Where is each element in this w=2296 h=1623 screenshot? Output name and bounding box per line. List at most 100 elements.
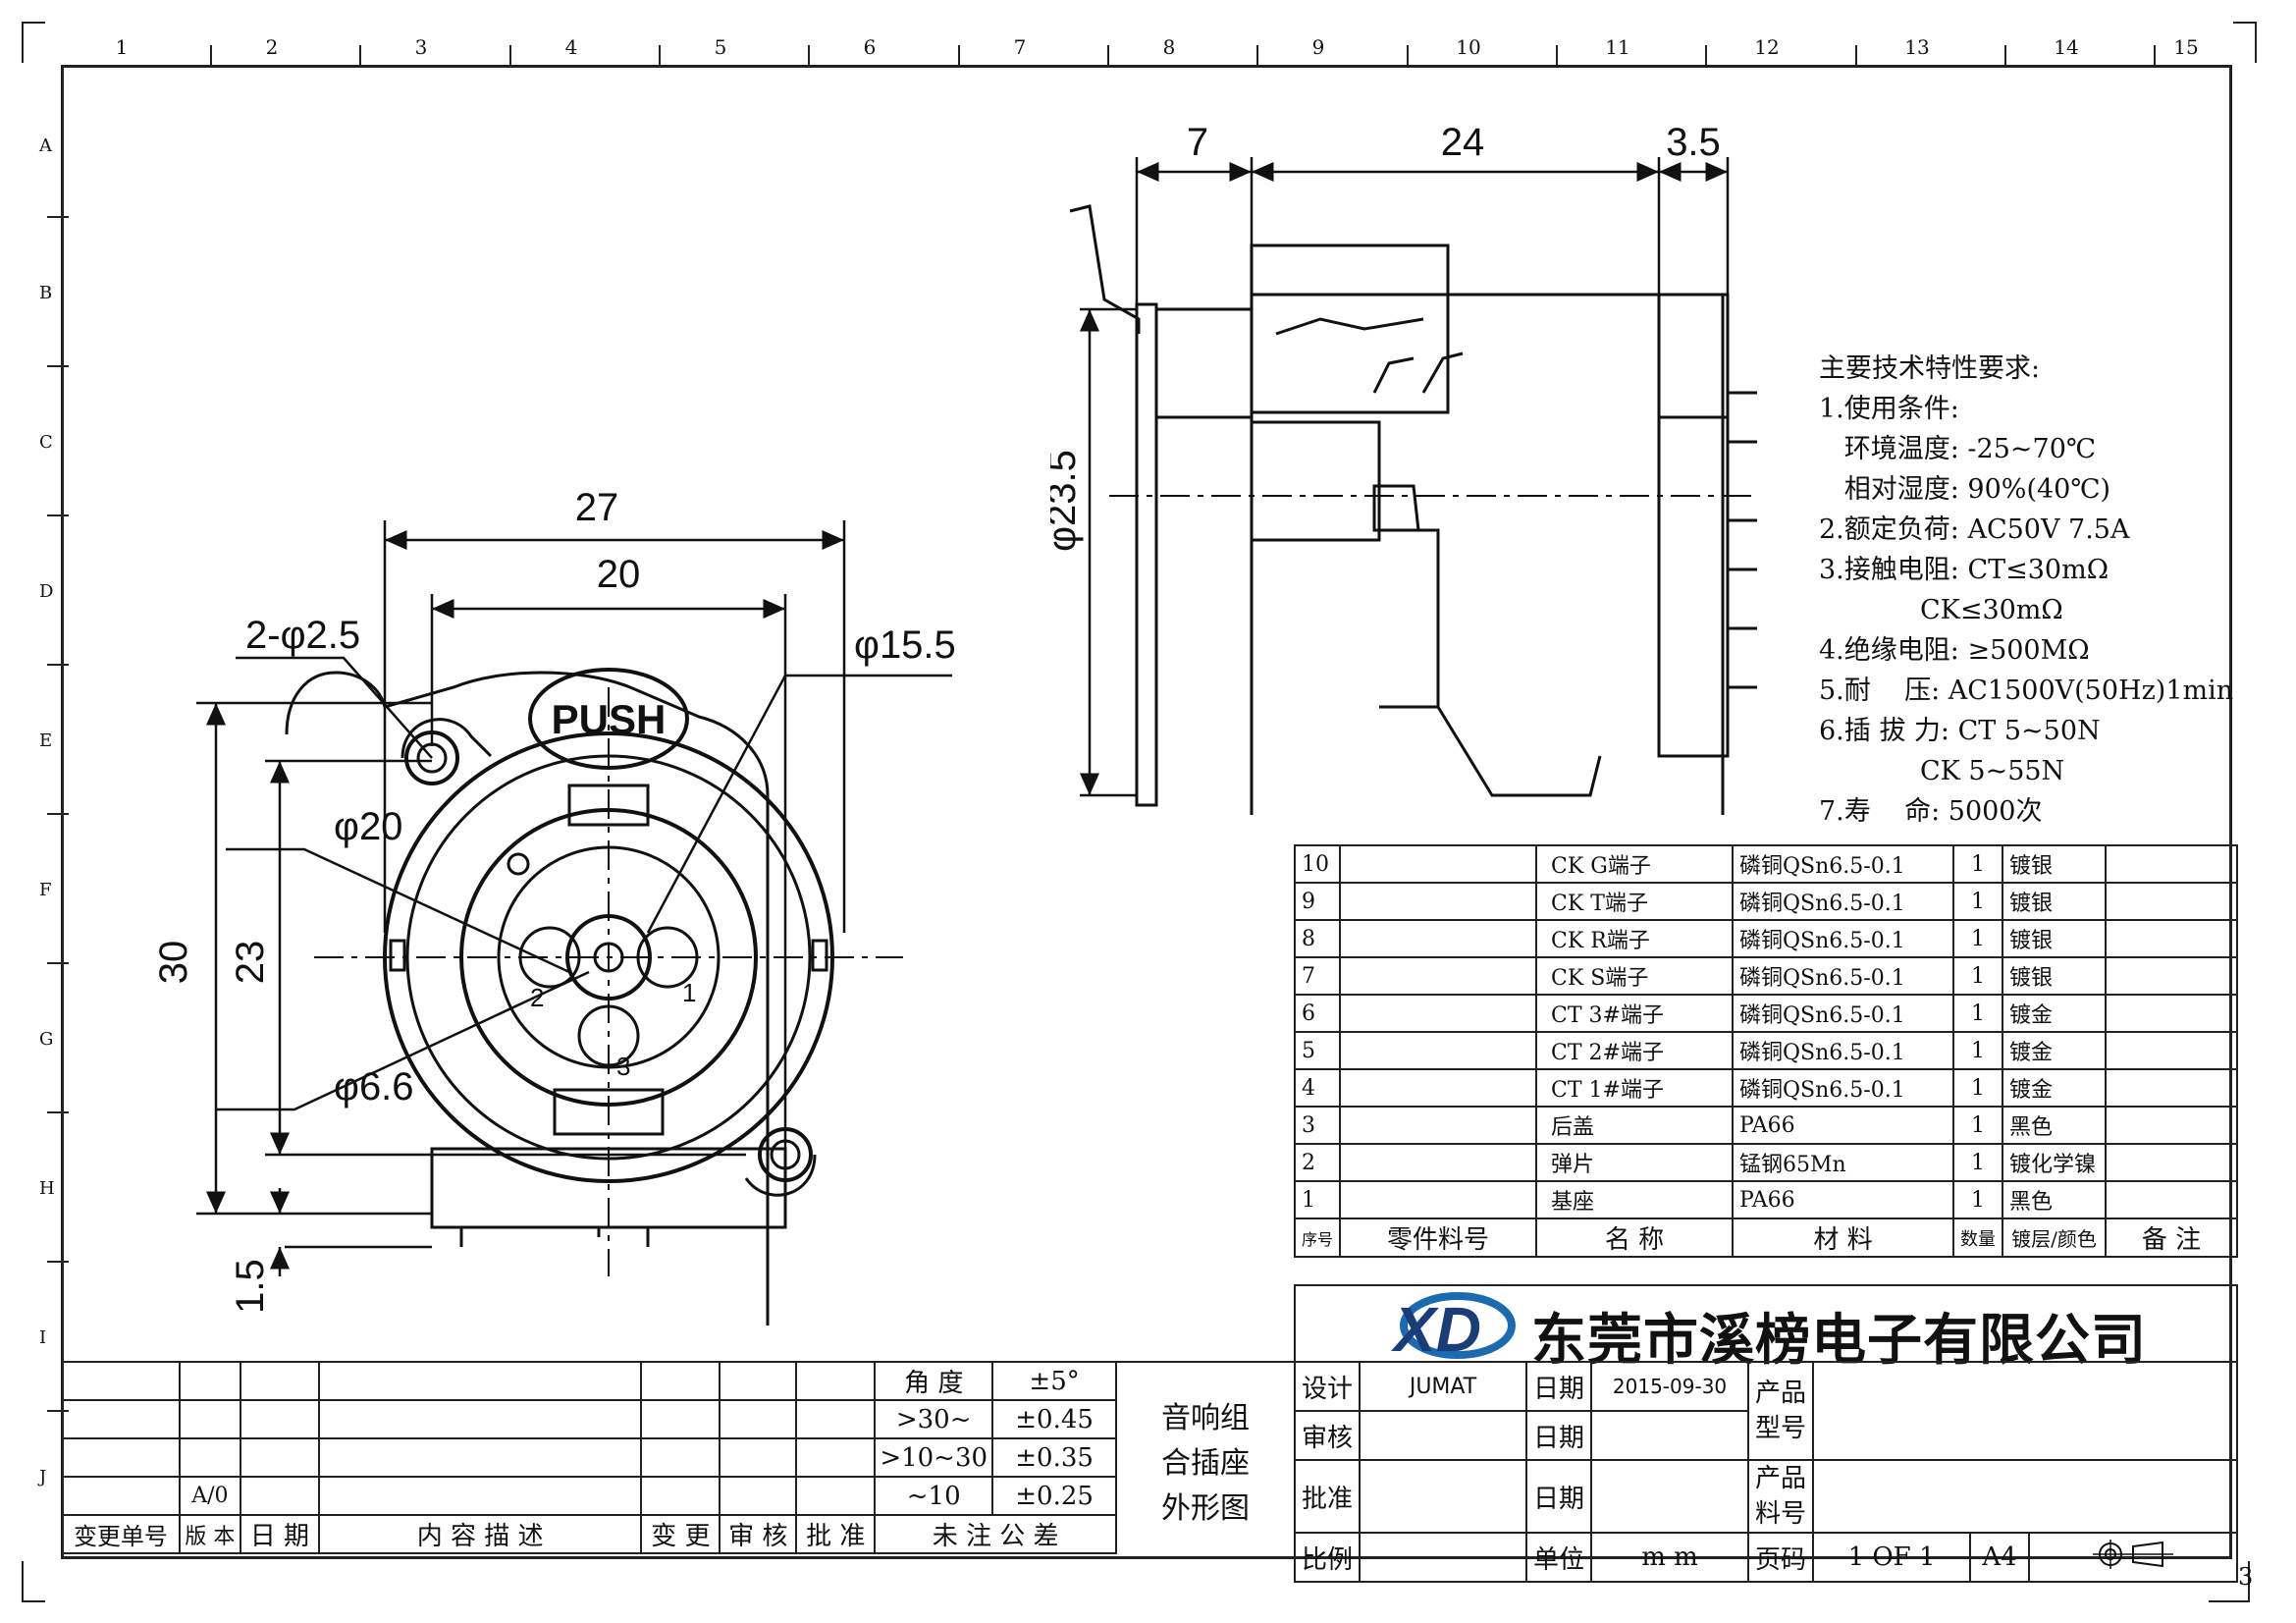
bom-cell-note	[2105, 1106, 2238, 1145]
review-value	[1359, 1410, 1528, 1461]
pcb-pins	[459, 1227, 650, 1247]
ruler-tick	[958, 45, 960, 65]
rev-header-change-no: 变更单号	[61, 1514, 181, 1554]
inner-spring	[1275, 317, 1464, 394]
bom-cell-note	[2105, 994, 2238, 1033]
bom-cell-name: CT 3#端子	[1535, 994, 1735, 1033]
bom-cell-material: 磷铜QSn6.5-0.1	[1732, 956, 1955, 996]
bom-cell-finish: 黑色	[2002, 1180, 2108, 1219]
ruler-col: 10	[1456, 35, 1481, 59]
approve-date-label: 日期	[1525, 1459, 1593, 1534]
bom-cell-qty: 1	[1952, 1106, 2004, 1145]
company-banner: XD 东莞市溪榜电子有限公司	[1294, 1284, 2238, 1373]
spec-line: 环境温度: -25~70℃	[1819, 434, 2097, 464]
ruler-col: 6	[863, 35, 877, 59]
scale-label: 比例	[1293, 1532, 1362, 1583]
ruler-tick	[47, 1410, 69, 1412]
tol-angle-label: 角 度	[874, 1361, 994, 1401]
ruler-row: E	[39, 730, 53, 751]
ruler-row: I	[39, 1327, 47, 1348]
ruler-tick	[2154, 45, 2156, 65]
dim-20-label: 20	[597, 553, 641, 596]
bom-cell-note	[2105, 1180, 2238, 1219]
bom-cell-code	[1339, 919, 1538, 958]
design-label: 设计	[1293, 1361, 1362, 1412]
latch-top	[567, 784, 650, 827]
drawing-name-line: 音响组	[1161, 1401, 1250, 1435]
bom-cell-note	[2105, 956, 2238, 996]
ruler-tick	[47, 1261, 69, 1263]
tol-r3-label: ~10	[874, 1476, 994, 1516]
ruler-row: A	[39, 135, 52, 156]
bom-cell-code	[1339, 882, 1538, 921]
drawing-name: 音响组 合插座 外形图	[1117, 1361, 1294, 1559]
ruler-row: G	[39, 1029, 54, 1050]
ruler-tick	[47, 962, 69, 964]
ruler-tick	[1407, 45, 1409, 65]
rev-header-approve: 批 准	[795, 1514, 877, 1554]
pin-2-label: 2	[530, 983, 544, 1012]
ruler-row: B	[39, 283, 53, 303]
bom-cell-material: 磷铜QSn6.5-0.1	[1732, 1068, 1955, 1108]
part-no-value	[1812, 1459, 2238, 1534]
flange-bottom-right	[744, 1154, 817, 1197]
bom-cell-note	[2105, 882, 2238, 921]
title-block: 设计 JUMAT 日期 2015-09-30 产品型号 审核 日期 批准 日期 …	[1293, 1361, 2238, 1583]
front-flange	[1135, 302, 1158, 807]
sheet-size: A4	[1969, 1532, 2031, 1583]
leader-holes	[236, 656, 433, 759]
bom-cell-material: 磷铜QSn6.5-0.1	[1732, 844, 1955, 884]
rev-header-change: 变 更	[640, 1514, 721, 1554]
tol-r1-value: ±0.45	[991, 1399, 1117, 1439]
latch-lever	[1069, 204, 1141, 334]
ruler-tick	[210, 45, 212, 65]
bom-cell-finish: 镀化学镍	[2002, 1143, 2108, 1182]
bom-cell-name: 后盖	[1535, 1106, 1735, 1145]
review-date-label: 日期	[1525, 1410, 1593, 1461]
bom-header-name: 名 称	[1535, 1217, 1735, 1258]
bom-cell-material: PA66	[1732, 1106, 1955, 1145]
spec-line: 5.耐 压: AC1500V(50Hz)1min	[1819, 676, 2234, 706]
bom-cell-qty: 1	[1952, 882, 2004, 921]
bottom-step	[1436, 706, 1602, 797]
bom-cell-material: 锰钢65Mn	[1732, 1143, 1955, 1182]
page-value: 1 OF 1	[1812, 1532, 1972, 1583]
bom-cell-qty: 1	[1952, 919, 2004, 958]
bom-cell-finish: 镀银	[2002, 882, 2108, 921]
bom-cell-name: CT 2#端子	[1535, 1031, 1735, 1070]
ruler-col: 15	[2173, 35, 2199, 59]
rear-cap	[1448, 293, 1728, 419]
leader-phi15	[646, 674, 952, 934]
small-indicator	[507, 852, 530, 876]
bom-cell-qty: 1	[1952, 956, 2004, 996]
drawing-name-line: 合插座	[1161, 1446, 1250, 1481]
ruler-col: 11	[1605, 35, 1630, 59]
bom-cell-note	[2105, 919, 2238, 958]
drawing-frame	[61, 65, 2232, 1559]
dim-1-5-label: 1.5	[229, 1259, 272, 1314]
bom-cell-finish: 镀银	[2002, 919, 2108, 958]
dim-phi6-6-label: φ6.6	[334, 1065, 414, 1109]
bom-cell-name: CK T端子	[1535, 882, 1735, 921]
rev-header-desc: 内 容 描 述	[317, 1514, 643, 1554]
ruler-col: 12	[1754, 35, 1780, 59]
bom-cell-note	[2105, 1068, 2238, 1108]
ruler-row: F	[39, 880, 52, 900]
bom-cell-material: 磷铜QSn6.5-0.1	[1732, 919, 1955, 958]
main-body	[1250, 293, 1725, 815]
dim-24-label: 24	[1441, 121, 1485, 164]
page-label: 页码	[1747, 1532, 1815, 1583]
design-date-value: 2015-09-30	[1590, 1361, 1750, 1412]
bom-header-finish: 镀层/颜色	[2002, 1217, 2108, 1258]
ruler-tick	[47, 365, 69, 367]
unit-value: m m	[1590, 1532, 1750, 1583]
tol-r1-label: >30~	[874, 1399, 994, 1439]
outer-corner-tr	[2233, 22, 2257, 63]
contact-pins	[1728, 391, 1757, 689]
ruler-tick	[47, 216, 69, 218]
bom-cell-name: 基座	[1535, 1180, 1735, 1219]
product-model-value	[1812, 1361, 2238, 1461]
